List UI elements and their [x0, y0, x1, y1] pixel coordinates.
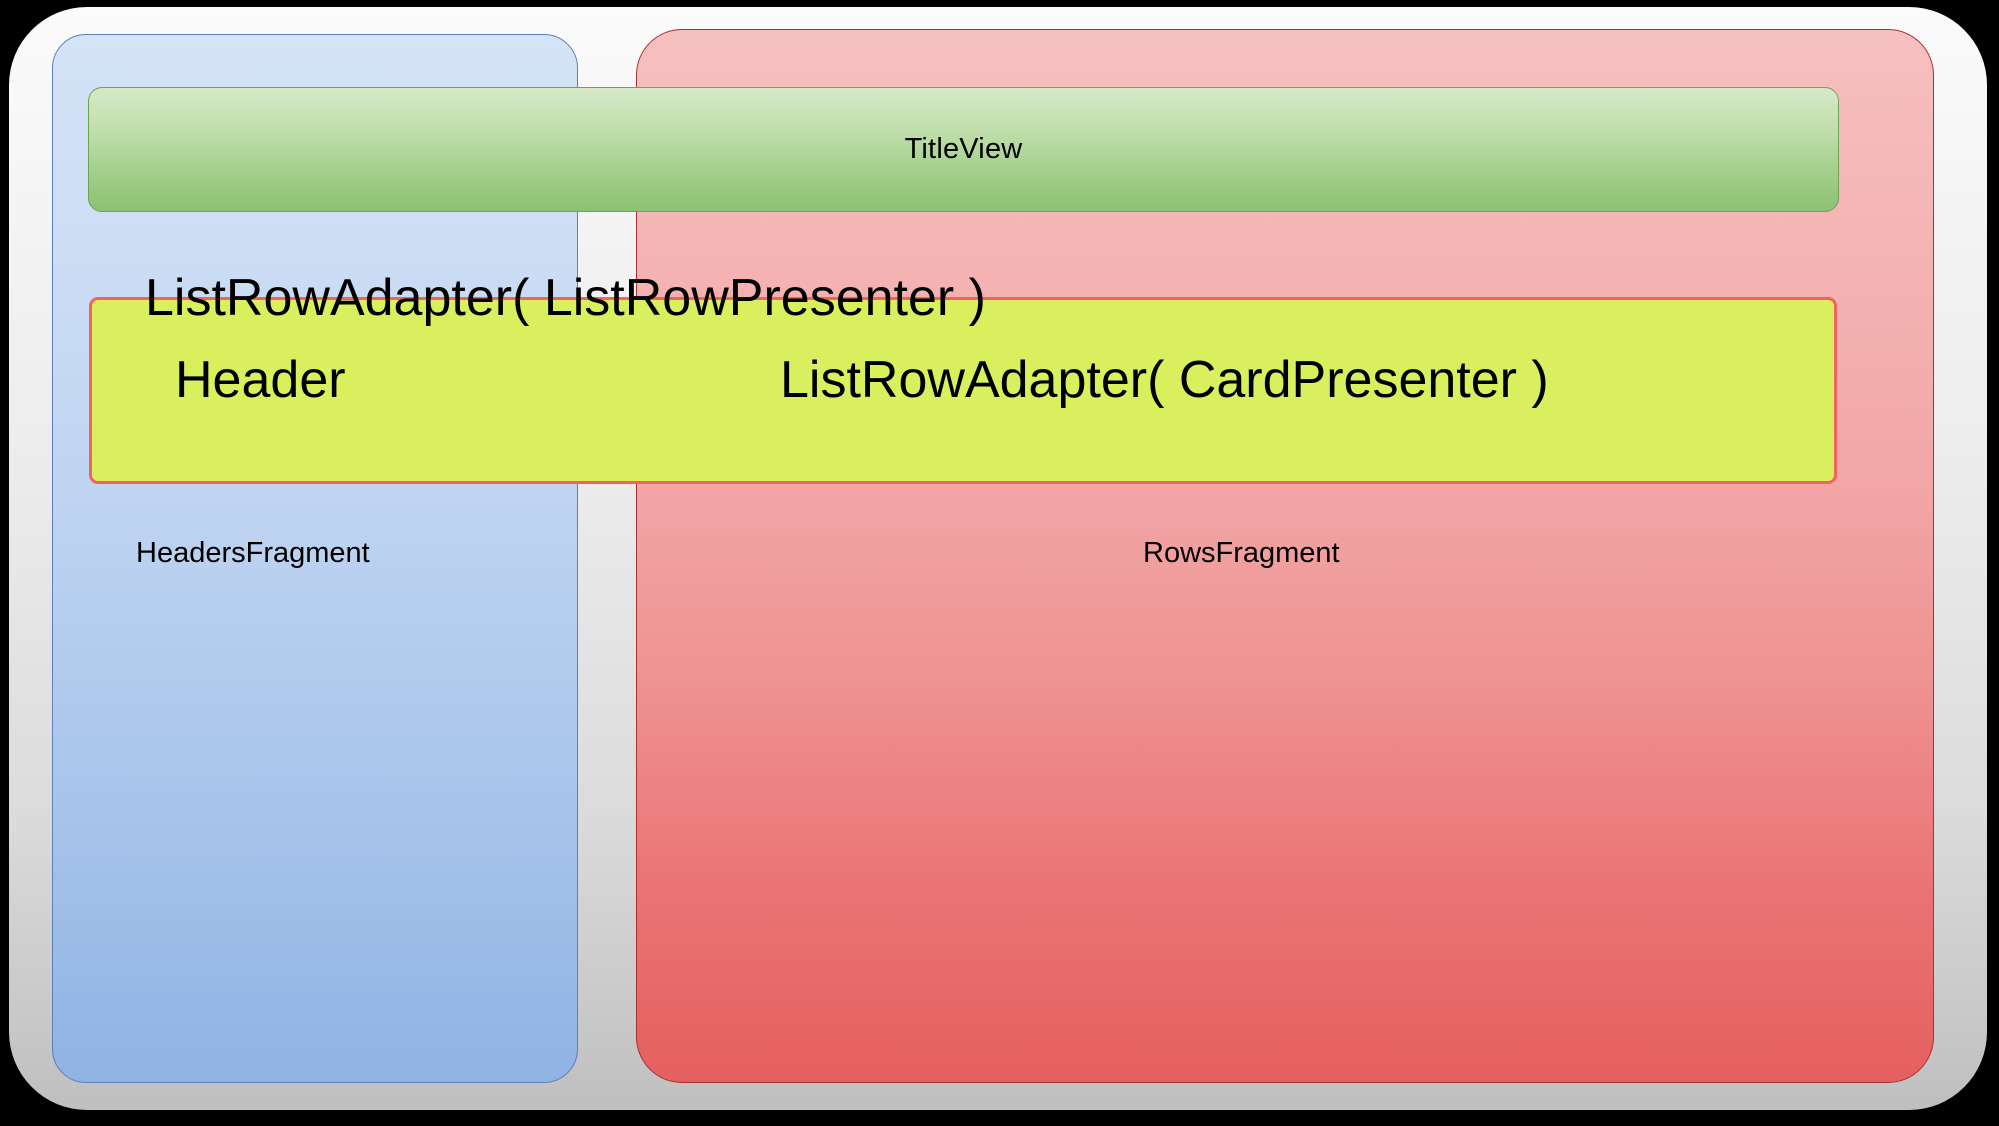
title-view-bar[interactable]: TitleView: [88, 87, 1839, 212]
list-row-presenter-label: ListRowAdapter( ListRowPresenter ): [145, 269, 986, 327]
list-row-adapter-box[interactable]: [89, 297, 1837, 484]
rows-fragment-label: RowsFragment: [1143, 537, 1340, 569]
title-view-label: TitleView: [904, 133, 1023, 165]
headers-fragment-label: HeadersFragment: [136, 537, 370, 569]
header-label: Header: [175, 351, 346, 409]
card-presenter-label: ListRowAdapter( CardPresenter ): [780, 351, 1549, 409]
